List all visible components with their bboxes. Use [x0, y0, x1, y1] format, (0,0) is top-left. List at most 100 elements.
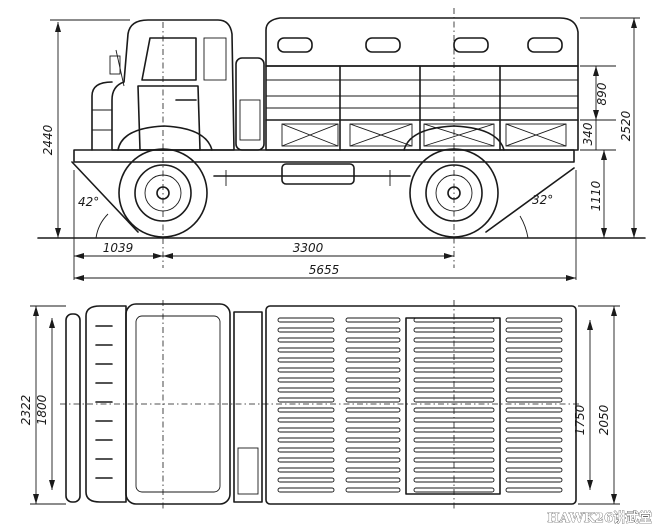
cargo-slat [345, 487, 401, 493]
approach-angle-label: 42° [78, 195, 99, 209]
cargo-slat [345, 397, 401, 403]
spare-wheel-top [237, 447, 259, 495]
cargo-slat [277, 367, 335, 373]
departure-angle-arc [519, 215, 529, 239]
side-panel-brace [349, 123, 413, 147]
cab-outline [111, 19, 235, 151]
cargo-slat [345, 337, 401, 343]
cargo-slat [345, 477, 401, 483]
cargo-slat [277, 477, 335, 483]
arrowheads [601, 150, 607, 238]
hood [91, 81, 113, 151]
cargo-slat [345, 367, 401, 373]
cargo-slat [505, 417, 563, 423]
cargo-slat [277, 387, 335, 393]
cargo-slat [277, 457, 335, 463]
cargo-slat [277, 357, 335, 363]
cargo-slat [505, 397, 563, 403]
front-bumper [65, 313, 81, 503]
cargo-slat [505, 457, 563, 463]
fuel-tank [281, 163, 355, 185]
dim-2322: 2322 [19, 395, 33, 426]
cargo-slat [277, 317, 335, 323]
dim-3300: 3300 [293, 241, 324, 255]
shaft-joints [225, 170, 391, 186]
cab-roof [125, 303, 231, 505]
cargo-slat [505, 447, 563, 453]
cargo-slat [505, 467, 563, 473]
cargo-slat [505, 387, 563, 393]
cargo-slat [413, 417, 495, 423]
spare-wheel [239, 99, 261, 141]
watermark: HAWK26讲武堂 [547, 510, 652, 526]
cargo-slat [345, 377, 401, 383]
side-panel [349, 123, 413, 147]
dim-1800: 1800 [35, 394, 49, 425]
cargo-slat [345, 447, 401, 453]
approach-angle-arc [95, 213, 109, 239]
cargo-slat [345, 387, 401, 393]
mirror [109, 55, 121, 75]
departure-angle-label: 32° [532, 193, 553, 207]
cargo-slat [505, 377, 563, 383]
approach-angle-line [71, 161, 139, 233]
cargo-slat [345, 457, 401, 463]
frame-rail [73, 149, 575, 163]
cargo-tarp [265, 17, 579, 67]
side-panel-brace [281, 123, 339, 147]
cargo-slat [505, 437, 563, 443]
cargo-slat [277, 347, 335, 353]
tank-strip [233, 311, 263, 503]
side-board-panels [281, 123, 567, 147]
cargo-slat [505, 337, 563, 343]
cargo-slat [277, 447, 335, 453]
cargo-slat [277, 337, 335, 343]
cargo-slat [505, 317, 563, 323]
cargo-slat [277, 437, 335, 443]
cab-roof-panel [135, 315, 221, 493]
cargo-slats [277, 317, 563, 493]
dim-1750: 1750 [573, 404, 587, 435]
cargo-slat [277, 427, 335, 433]
side-panel [505, 123, 567, 147]
cargo-slat [345, 407, 401, 413]
tarp-window [453, 37, 489, 53]
side-panel-brace [423, 123, 495, 147]
dim-890: 890 [595, 82, 609, 105]
cargo-slat [345, 417, 401, 423]
side-panel-brace [505, 123, 567, 147]
cab-rear-window [203, 37, 227, 81]
cargo-slat [345, 427, 401, 433]
cargo-slat [277, 397, 335, 403]
side-panel [423, 123, 495, 147]
cargo-hatch [405, 317, 501, 495]
grille-slots [95, 325, 113, 479]
dim-2520: 2520 [619, 110, 633, 141]
dim-1110: 1110 [589, 180, 603, 211]
tarp-window [527, 37, 563, 53]
cargo-slat [277, 467, 335, 473]
cargo-slat [505, 427, 563, 433]
cargo-slat [413, 387, 495, 393]
cargo-slat [345, 437, 401, 443]
cargo-slat [345, 467, 401, 473]
cargo-bed [265, 305, 577, 505]
departure-angle-line [485, 167, 575, 233]
cargo-slat [413, 347, 495, 353]
dim-1039: 1039 [103, 241, 134, 255]
cargo-slat [505, 477, 563, 483]
cargo-slat [345, 357, 401, 363]
hood-top [85, 305, 127, 503]
cargo-slat [505, 347, 563, 353]
cab-window [141, 37, 197, 81]
cargo-slat [277, 327, 335, 333]
cargo-slat [505, 407, 563, 413]
cargo-stakes [339, 65, 501, 151]
cargo-slat [345, 317, 401, 323]
dim-5655: 5655 [309, 263, 340, 277]
tarp-window [277, 37, 313, 53]
cargo-slat [505, 487, 563, 493]
tarp-window [365, 37, 401, 53]
cargo-slat [505, 367, 563, 373]
